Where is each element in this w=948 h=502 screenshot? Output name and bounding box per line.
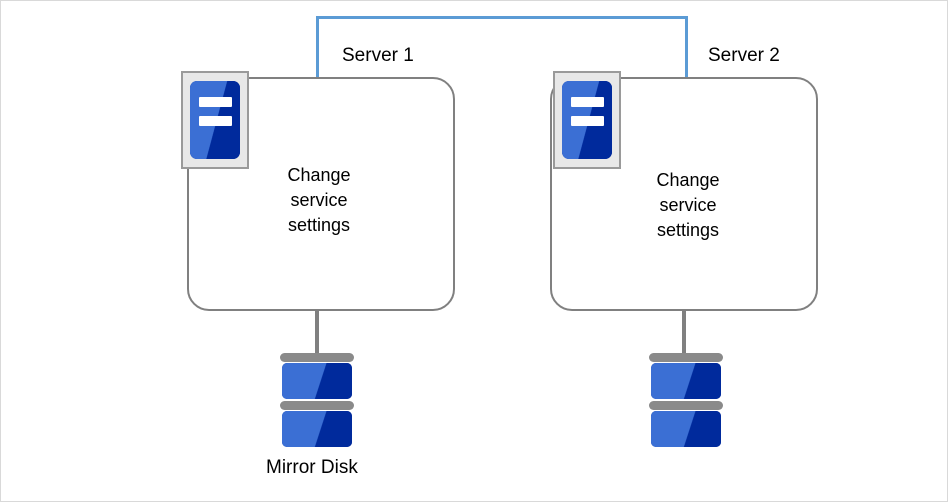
server-machine-icon <box>553 71 621 169</box>
disk-platter-gradient <box>651 411 721 447</box>
server-to-disk-connector-2 <box>682 310 686 356</box>
server-machine-icon-bar-bottom <box>199 116 232 126</box>
disk-platter-lower <box>282 411 352 447</box>
disk-stack-icon-2 <box>649 353 723 451</box>
disk-band-middle <box>280 401 354 410</box>
server-machine-icon-body <box>562 81 612 159</box>
server-body-text-server1: Change service settings <box>287 165 351 235</box>
server-to-disk-connector-1 <box>315 310 319 356</box>
disk-platter-gradient <box>651 363 721 399</box>
server-machine-icon-bar-top <box>199 97 232 107</box>
disk-band-top <box>649 353 723 362</box>
disk-band-top <box>280 353 354 362</box>
disk-platter-lower <box>651 411 721 447</box>
disk-label-mirror-disk: Mirror Disk <box>266 457 358 478</box>
server-machine-icon <box>181 71 249 169</box>
server-machine-icon-bar-top <box>571 97 604 107</box>
disk-band-middle <box>649 401 723 410</box>
server-machine-icon-body <box>190 81 240 159</box>
server-body-text-server2: Change service settings <box>656 170 720 240</box>
server-machine-icon-bar-bottom <box>571 116 604 126</box>
server-label-server1: Server 1 <box>342 45 414 66</box>
disk-stack-icon-1 <box>280 353 354 451</box>
disk-platter-upper <box>651 363 721 399</box>
disk-platter-upper <box>282 363 352 399</box>
disk-platter-gradient <box>282 411 352 447</box>
disk-platter-gradient <box>282 363 352 399</box>
server-label-server2: Server 2 <box>708 45 780 66</box>
